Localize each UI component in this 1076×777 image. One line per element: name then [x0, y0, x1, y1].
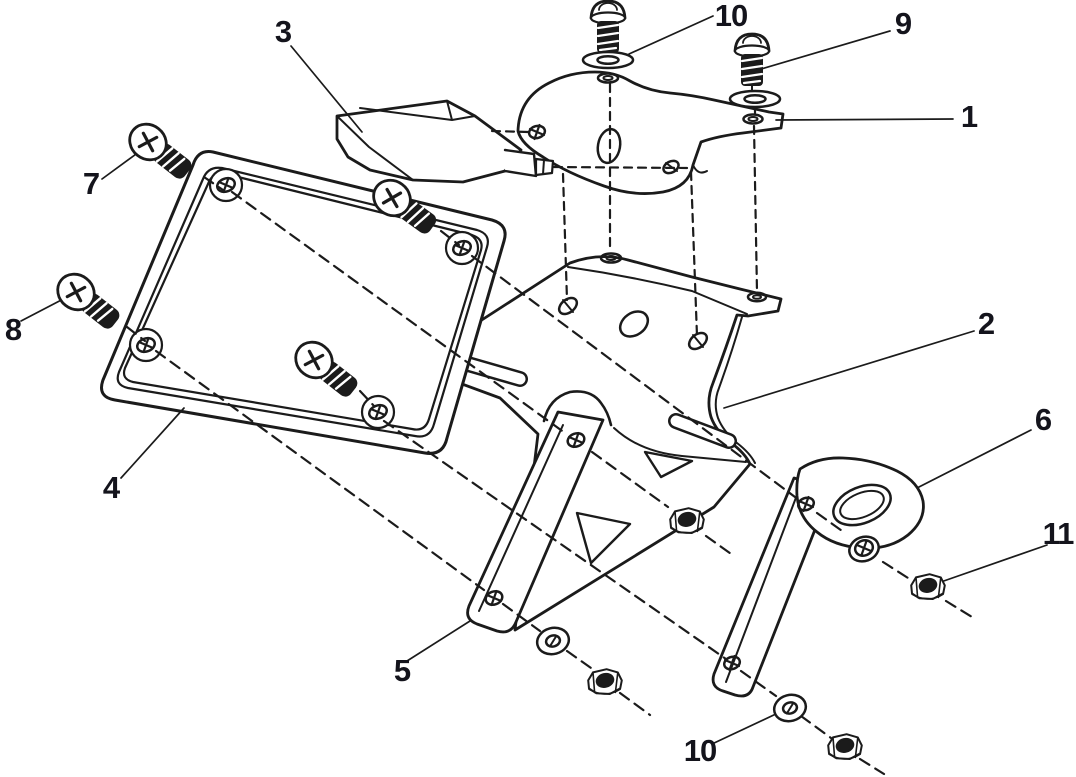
hanger-bracket-part-6 [711, 456, 925, 698]
callout-5: 5 [393, 653, 411, 688]
callout-2: 2 [977, 306, 995, 341]
washer-left [532, 623, 574, 659]
screw-7 [120, 115, 200, 188]
nut-bottom-right [827, 733, 863, 761]
screw-8 [48, 265, 128, 338]
callout-11: 11 [1042, 516, 1075, 551]
washer-under-screw-9 [728, 89, 782, 109]
callout-1: 1 [960, 99, 978, 134]
callout-9: 9 [894, 6, 912, 41]
callout-4: 4 [102, 470, 120, 505]
screw-9 [733, 32, 771, 97]
loop-screw [848, 535, 880, 563]
callout-10-bottom: 10 [683, 733, 717, 768]
callout-6: 6 [1034, 402, 1052, 437]
washer-under-screw-10 [581, 50, 635, 70]
assembly-axis-lines [125, 82, 974, 776]
turn-signal-part-3 [335, 99, 555, 184]
upper-bracket-part-1 [516, 70, 785, 195]
nut-11 [910, 573, 946, 601]
nut-center [669, 507, 705, 535]
callout-7: 7 [82, 166, 100, 201]
nut-bottom-left [587, 668, 623, 696]
support-arm-part-5 [466, 410, 605, 634]
callout-3: 3 [274, 14, 292, 49]
frame-corner-holes [128, 167, 480, 430]
callout-8: 8 [4, 312, 22, 347]
callout-10-top: 10 [714, 0, 748, 33]
license-plate-frame-part-4 [100, 150, 507, 455]
